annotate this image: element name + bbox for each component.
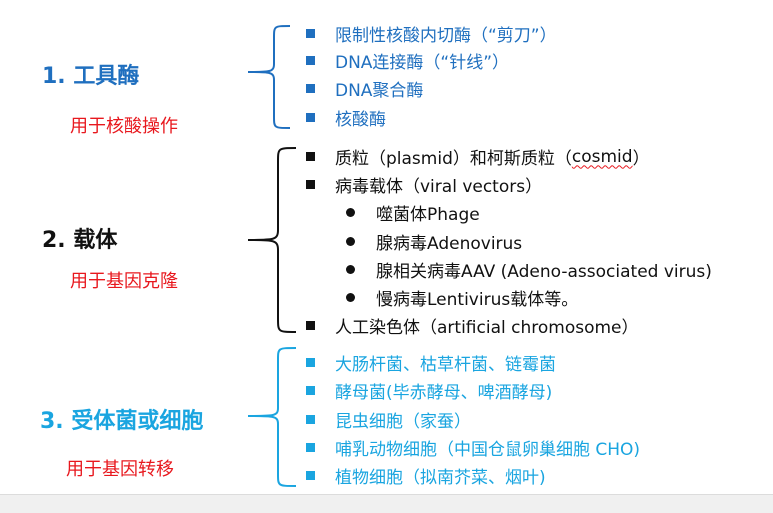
bullet-square-icon <box>306 29 315 38</box>
bullet-square-icon <box>306 358 315 367</box>
bullet-square-icon <box>306 471 315 480</box>
virus-subitem: 腺相关病毒AAV (Adeno-associated virus) <box>346 257 712 282</box>
section-3-brace <box>247 347 297 487</box>
host-cell-item: 酵母菌(毕赤酵母、啤酒酵母) <box>306 378 552 403</box>
vector-item: 质粒（plasmid）和柯斯质粒（cosmid） <box>306 144 650 169</box>
host-cell-item: 大肠杆菌、枯草杆菌、链霉菌 <box>306 350 556 375</box>
bullet-dot-icon <box>346 208 355 217</box>
bullet-dot-icon <box>346 237 355 246</box>
section-1-subtitle: 用于核酸操作 <box>70 116 178 137</box>
section-3-title: 3. 受体菌或细胞 <box>40 409 204 434</box>
bullet-dot-icon <box>346 293 355 302</box>
section-3-subtitle: 用于基因转移 <box>66 459 174 480</box>
section-1-brace <box>247 25 291 129</box>
section-2-title: 2. 载体 <box>42 228 118 253</box>
tool-enzyme-item: 限制性核酸内切酶（“剪刀”） <box>306 21 557 46</box>
host-cell-item: 昆虫细胞（家蚕） <box>306 407 471 432</box>
bullet-square-icon <box>306 415 315 424</box>
bottom-bar <box>0 494 773 513</box>
bullet-square-icon <box>306 152 315 161</box>
vector-item: 人工染色体（artificial chromosome） <box>306 313 639 338</box>
bullet-square-icon <box>306 180 315 189</box>
virus-subitem: 腺病毒Adenovirus <box>346 229 522 254</box>
tool-enzyme-item: DNA连接酶（“针线”） <box>306 48 509 73</box>
bullet-square-icon <box>306 84 315 93</box>
bullet-square-icon <box>306 113 315 122</box>
virus-subitem: 噬菌体Phage <box>346 200 480 225</box>
section-2-subtitle: 用于基因克隆 <box>70 271 178 292</box>
cosmid-word: cosmid <box>571 146 633 167</box>
section-1-title: 1. 工具酶 <box>42 64 140 89</box>
bullet-square-icon <box>306 56 315 65</box>
section-2-brace <box>247 147 297 333</box>
vector-item: 病毒载体（viral vectors） <box>306 172 542 197</box>
virus-subitem: 慢病毒Lentivirus载体等。 <box>346 285 578 310</box>
tool-enzyme-item: DNA聚合酶 <box>306 76 423 101</box>
bullet-square-icon <box>306 443 315 452</box>
host-cell-item: 植物细胞（拟南芥菜、烟叶) <box>306 463 546 488</box>
host-cell-item: 哺乳动物细胞（中国仓鼠卵巢细胞 CHO) <box>306 435 640 460</box>
bullet-square-icon <box>306 386 315 395</box>
tool-enzyme-item: 核酸酶 <box>306 105 386 130</box>
bullet-dot-icon <box>346 265 355 274</box>
bullet-square-icon <box>306 321 315 330</box>
